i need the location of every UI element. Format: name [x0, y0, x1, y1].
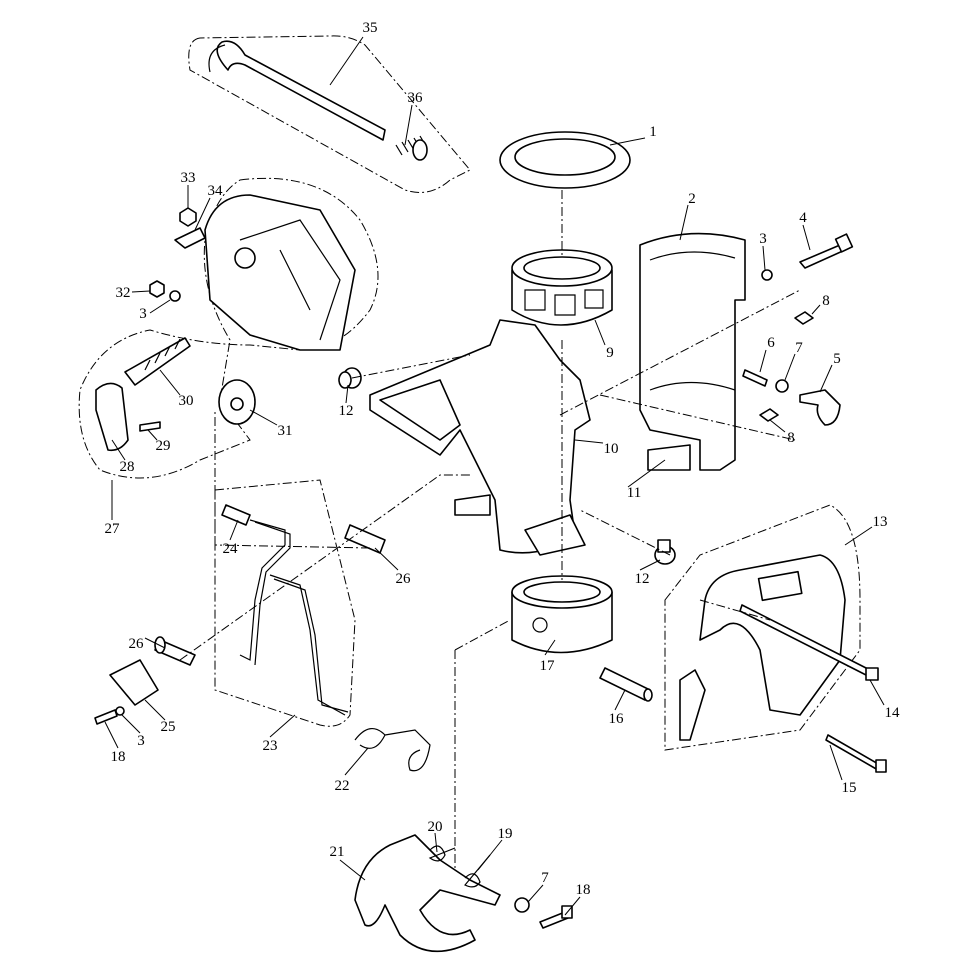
callout-33: 33 — [181, 170, 196, 186]
callout-17: 17 — [540, 658, 556, 674]
part-2-swivel-bracket-half — [639, 232, 746, 471]
part-17-bearing — [511, 575, 613, 654]
part-16-pin — [599, 667, 653, 702]
part-15-bolt — [825, 734, 887, 773]
part-7-washer-2 — [514, 897, 530, 913]
part-9-bearing — [511, 249, 613, 326]
callout-10: 10 — [604, 441, 619, 457]
callout-18: 18 — [111, 749, 126, 765]
callout-26: 26 — [396, 571, 412, 587]
part-7-washer — [775, 379, 789, 393]
group-outline-13 — [664, 504, 861, 751]
part-34-tab — [174, 227, 206, 249]
part-19-spring — [464, 854, 491, 888]
alignment-lines — [179, 190, 801, 870]
callout-11: 11 — [627, 485, 641, 501]
callout-31: 31 — [278, 423, 293, 439]
part-35-tiller-rod — [208, 40, 386, 141]
callout-8: 8 — [822, 293, 830, 309]
part-3-washer-2 — [169, 290, 181, 302]
callout-24: 24 — [223, 541, 239, 557]
part-5-lever-bolt — [799, 389, 841, 426]
callout-2: 2 — [688, 191, 696, 207]
callout-6: 6 — [767, 335, 775, 351]
part-31-knob — [218, 379, 256, 425]
callout-25: 25 — [161, 719, 176, 735]
callout-9: 9 — [606, 345, 614, 361]
callout-23: 23 — [263, 738, 278, 754]
callout-35: 35 — [363, 20, 378, 36]
callout-32: 32 — [116, 285, 131, 301]
callout-3c: 3 — [137, 733, 145, 749]
callout-7: 7 — [795, 340, 803, 356]
part-26-pin — [154, 636, 196, 666]
callout-7b: 7 — [541, 870, 549, 886]
group-outline-27 — [78, 177, 379, 479]
callout-16: 16 — [609, 711, 625, 727]
callout-labels: 35 36 1 33 34 2 3 4 32 3 8 9 6 7 5 30 12… — [105, 20, 901, 898]
part-18-screw — [94, 709, 118, 725]
callout-19: 19 — [498, 826, 513, 842]
callout-1: 1 — [649, 124, 657, 140]
callout-4: 4 — [799, 210, 807, 226]
part-12-bushing-2 — [654, 539, 676, 565]
callout-36: 36 — [408, 90, 424, 106]
part-8-grease-fitting — [794, 311, 814, 325]
part-4-bolt — [799, 233, 854, 269]
callout-14: 14 — [885, 705, 901, 721]
part-28-lever — [95, 382, 129, 452]
callout-12b: 12 — [635, 571, 650, 587]
part-32-nut — [149, 280, 165, 298]
part-24-pin — [221, 504, 251, 526]
callout-28: 28 — [120, 459, 135, 475]
callout-12: 12 — [339, 403, 354, 419]
part-3-washer — [761, 269, 773, 281]
part-10-swivel-bracket — [369, 319, 591, 556]
part-13-stern-bracket — [679, 554, 846, 741]
callout-20: 20 — [428, 819, 443, 835]
part-14-bolt — [739, 604, 879, 681]
part-21-lever-bracket — [354, 834, 501, 953]
part-27-tilt-lock-cover — [204, 194, 356, 351]
callout-5: 5 — [833, 351, 841, 367]
part-20-spring — [428, 845, 456, 862]
group-outline-35 — [188, 35, 471, 193]
part-3-washer-3 — [115, 706, 125, 716]
callout-15: 15 — [842, 780, 857, 796]
callout-3b: 3 — [139, 306, 147, 322]
callout-21: 21 — [330, 844, 345, 860]
group-outline-23 — [214, 479, 356, 727]
part-33-nut — [179, 207, 197, 227]
part-8-grease-fitting-2 — [759, 408, 779, 422]
part-26-bushing — [344, 524, 386, 554]
part-1-ring — [499, 131, 631, 189]
part-29-pin — [139, 421, 161, 432]
callout-34: 34 — [208, 183, 224, 199]
part-6-spring — [742, 369, 768, 387]
callout-8b: 8 — [787, 430, 795, 446]
part-36-spring — [395, 135, 428, 161]
part-18-screw-2 — [539, 905, 573, 929]
callout-27: 27 — [105, 521, 121, 537]
leader-lines — [104, 36, 885, 916]
callout-13: 13 — [873, 514, 888, 530]
part-23-tilt-rod — [239, 519, 349, 716]
callout-30: 30 — [179, 393, 194, 409]
part-30-spring-rod — [124, 337, 191, 386]
callout-26b: 26 — [129, 636, 145, 652]
callout-18b: 18 — [576, 882, 591, 898]
part-12-bushing — [338, 367, 362, 389]
part-22-spring — [354, 728, 431, 772]
callout-22: 22 — [335, 778, 350, 794]
callout-3: 3 — [759, 231, 767, 247]
part-25-plate — [109, 659, 159, 706]
callout-29: 29 — [156, 438, 171, 454]
part-11-pad — [647, 444, 691, 471]
